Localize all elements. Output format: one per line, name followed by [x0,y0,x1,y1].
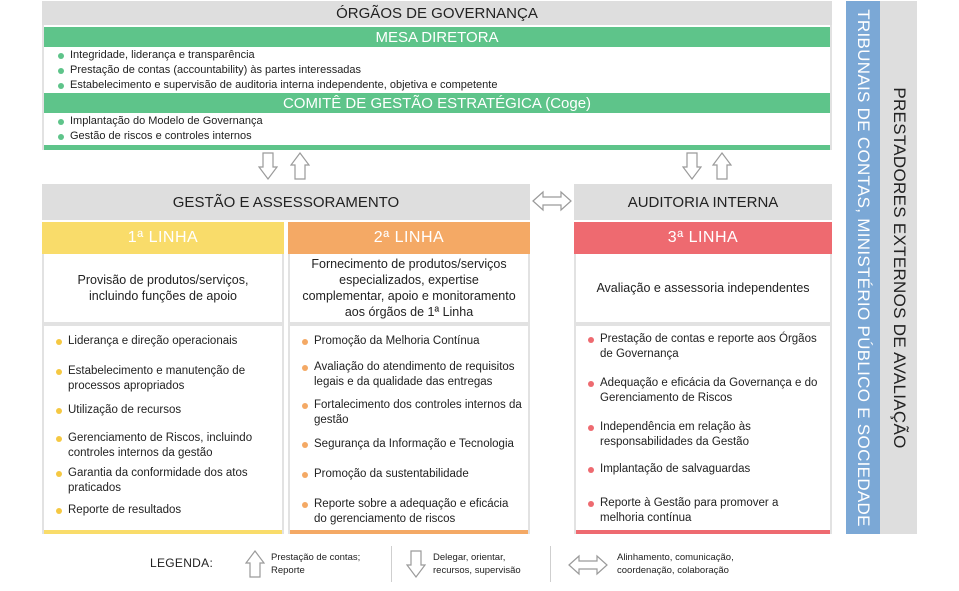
second-line-description: Fornecimento de produtos/serviços especi… [302,257,516,319]
arrow-up-icon [245,550,265,578]
list-item: Segurança da Informação e Tecnologia [302,437,522,452]
prestadores-bar: PRESTADORES EXTERNOS DE AVALIAÇÃO [880,1,917,534]
divider [576,322,830,326]
list-item: Reporte de resultados [56,503,276,518]
list-item: Promoção da sustentabilidade [302,467,522,482]
bullet-icon [588,501,594,507]
coge-list: Implantação do Modelo de Governança Gest… [58,114,263,144]
bullet-icon [302,365,308,371]
bullet-icon [58,119,64,125]
mesa-diretora-title: MESA DIRETORA [44,27,830,47]
bullet-icon [588,467,594,473]
tribunais-label: TRIBUNAIS DE CONTAS, MINISTÉRIO PÚBLICO … [854,8,873,527]
first-line-bottom-bar [44,530,282,534]
legend-label: LEGENDA: [150,556,214,570]
second-line-box: Fornecimento de produtos/serviços especi… [288,254,530,534]
second-line-bottom-bar [290,530,528,534]
list-item: Liderança e direção operacionais [56,334,276,349]
list-item: Estabelecimento e manutenção de processo… [56,364,276,394]
bullet-icon [56,408,62,414]
list-item: Promoção da Melhoria Contínua [302,334,522,349]
mesa-diretora-list: Integridade, liderança e transparência P… [58,48,497,93]
double-arrow-icon [532,190,572,212]
list-item: Fortalecimento dos controles internos da… [302,398,522,428]
bullet-icon [56,369,62,375]
divider [290,322,528,326]
list-item: Avaliação do atendimento de requisitos l… [302,360,522,390]
divider [391,546,392,582]
list-item: Gestão de riscos e controles internos [58,129,263,144]
tribunais-bar: TRIBUNAIS DE CONTAS, MINISTÉRIO PÚBLICO … [846,1,880,534]
bullet-icon [58,134,64,140]
list-item: Implantação do Modelo de Governança [58,114,263,129]
legend-both-text: Alinhamento, comunicação, coordenação, c… [617,552,734,576]
legend-down-text: Delegar, orientar, recursos, supervisão [433,552,521,576]
arrow-down-icon [682,152,702,180]
coge-title: COMITÊ DE GESTÃO ESTRATÉGICA (Coge) [44,93,830,113]
bullet-icon [302,339,308,345]
bullet-icon [56,508,62,514]
list-item: Reporte sobre a adequação e eficácia do … [302,497,522,527]
divider [550,546,551,582]
third-line-bottom-bar [576,530,830,534]
bullet-icon [302,442,308,448]
arrow-up-icon [290,152,310,180]
third-line-description: Avaliação e assessoria independentes [596,281,810,295]
auditoria-title: AUDITORIA INTERNA [574,184,832,220]
list-item: Gerenciamento de Riscos, incluindo contr… [56,431,276,461]
arrow-down-icon [258,152,278,180]
bullet-icon [588,381,594,387]
third-line-box: Avaliação e assessoria independentes Pre… [574,254,832,534]
arrow-down-icon [406,550,426,578]
double-arrow-icon [568,554,608,576]
governance-box: MESA DIRETORA Integridade, liderança e t… [42,25,832,150]
bullet-icon [56,471,62,477]
bullet-icon [302,403,308,409]
first-line-box: Provisão de produtos/serviços, incluindo… [42,254,284,534]
bullet-icon [56,436,62,442]
bullet-icon [58,68,64,74]
first-line-title: 1ª LINHA [42,222,284,254]
list-item: Prestação de contas e reporte aos Órgãos… [588,332,824,362]
bullet-icon [58,83,64,89]
gestao-title: GESTÃO E ASSESSORAMENTO [42,184,530,220]
list-item: Implantação de salvaguardas [588,462,824,477]
governance-title: ÓRGÃOS DE GOVERNANÇA [42,1,832,25]
list-item: Garantia da conformidade dos atos pratic… [56,466,276,496]
arrow-up-icon [712,152,732,180]
bullet-icon [58,53,64,59]
bullet-icon [302,472,308,478]
governance-bottom-bar [44,145,830,150]
list-item: Prestação de contas (accountability) às … [58,63,497,78]
list-item: Independência em relação às responsabili… [588,420,824,450]
list-item: Utilização de recursos [56,403,276,418]
second-line-title: 2ª LINHA [288,222,530,254]
list-item: Integridade, liderança e transparência [58,48,497,63]
bullet-icon [588,337,594,343]
third-line-title: 3ª LINHA [574,222,832,254]
list-item: Reporte à Gestão para promover a melhori… [588,496,824,526]
list-item: Estabelecimento e supervisão de auditori… [58,78,497,93]
legend-up-text: Prestação de contas; Reporte [271,552,361,576]
divider [44,322,282,326]
bullet-icon [302,502,308,508]
bullet-icon [588,425,594,431]
first-line-description: Provisão de produtos/serviços, incluindo… [77,273,249,303]
bullet-icon [56,339,62,345]
prestadores-label: PRESTADORES EXTERNOS DE AVALIAÇÃO [889,86,909,449]
list-item: Adequação e eficácia da Governança e do … [588,376,824,406]
